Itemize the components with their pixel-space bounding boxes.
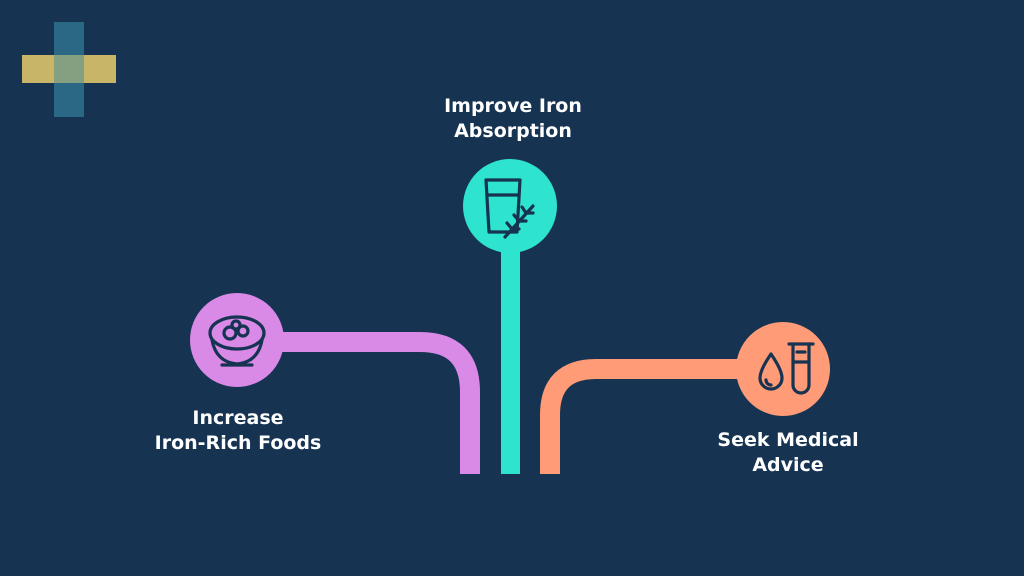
medical-node — [736, 322, 830, 416]
absorption-node — [463, 159, 557, 253]
label-line: Absorption — [454, 120, 572, 142]
label-line: Advice — [752, 454, 824, 476]
foods-node — [190, 293, 284, 387]
label-line: Increase — [192, 407, 284, 429]
blood-test-tube-icon — [758, 342, 815, 395]
label-increase-iron-rich-foods: Increase Iron-Rich Foods — [138, 406, 338, 456]
medical-cross-logo-icon — [22, 22, 116, 117]
food-bowl-icon — [208, 315, 266, 367]
label-improve-iron-absorption: Improve Iron Absorption — [413, 94, 613, 144]
water-glass-icon — [484, 178, 535, 239]
absorption-connector — [501, 228, 520, 474]
label-seek-medical-advice: Seek Medical Advice — [688, 428, 888, 478]
label-line: Iron-Rich Foods — [154, 432, 322, 454]
label-line: Improve Iron — [444, 95, 582, 117]
label-line: Seek Medical — [717, 429, 859, 451]
foods-connector — [260, 332, 480, 474]
logo-overlap — [54, 55, 84, 83]
medical-connector — [540, 359, 760, 474]
